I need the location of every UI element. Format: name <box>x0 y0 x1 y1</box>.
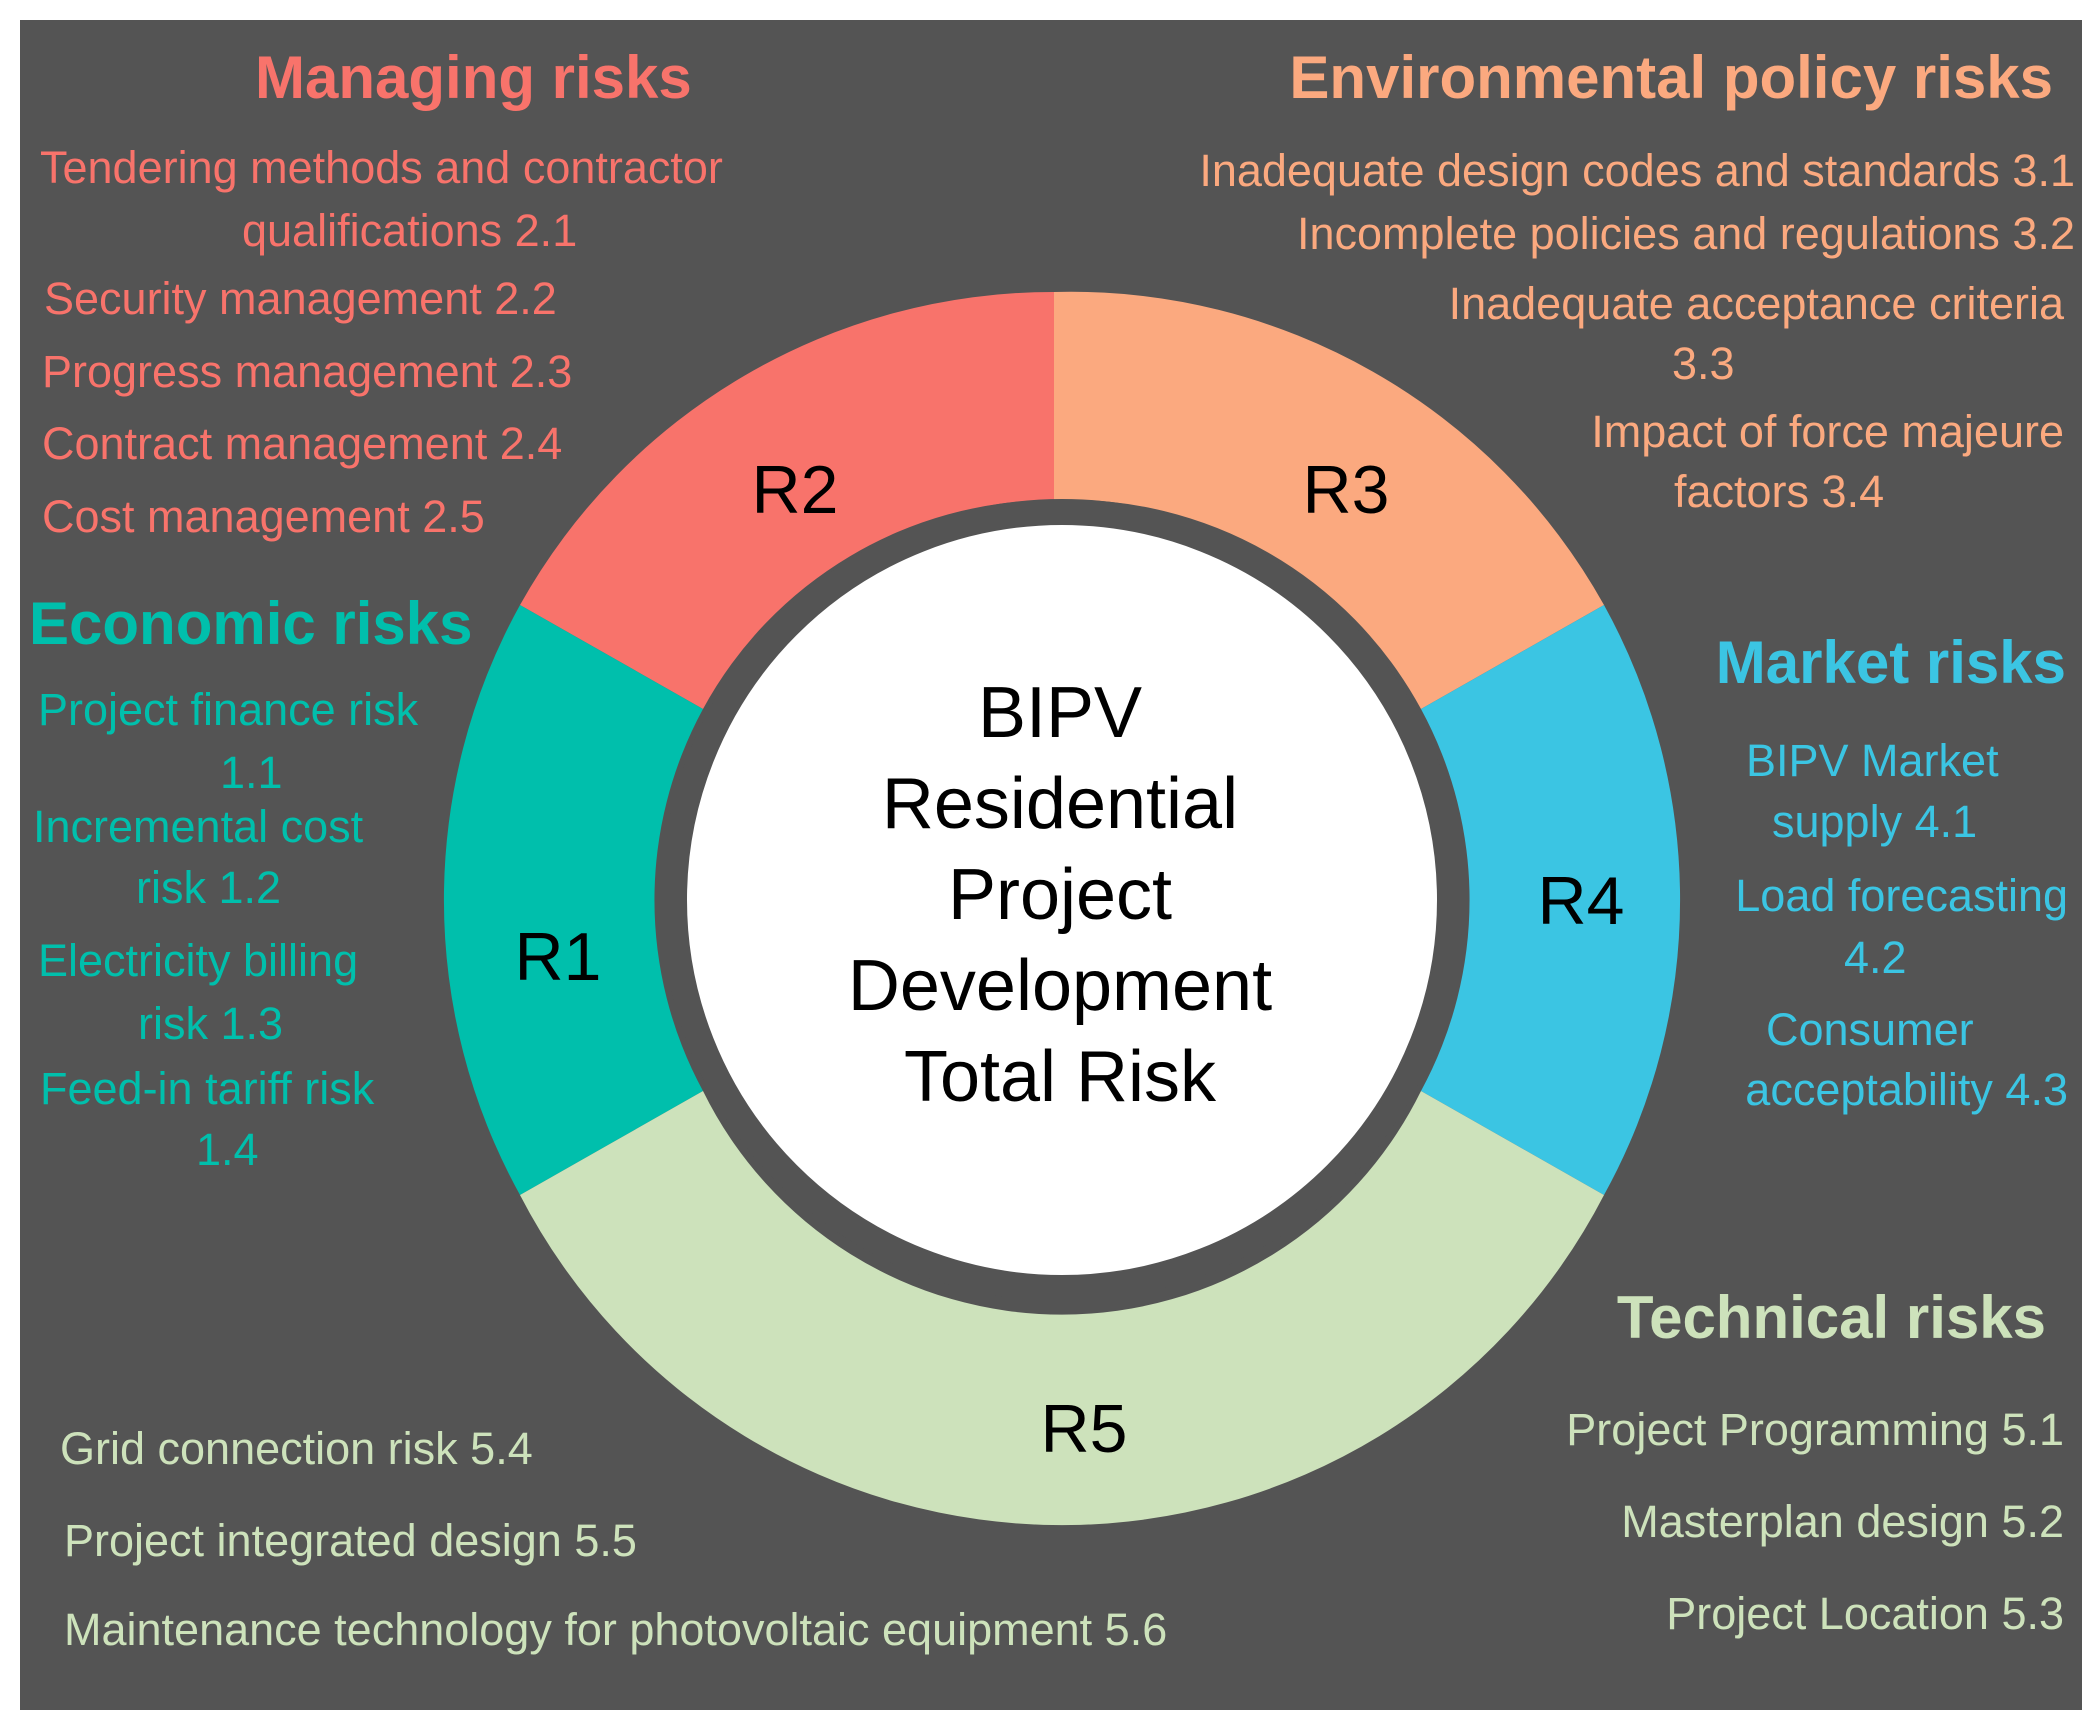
technical-item: Project Location 5.3 <box>1666 1588 2064 1639</box>
technical-item: Project Programming 5.1 <box>1566 1404 2064 1455</box>
economic-item: risk 1.2 <box>136 862 282 913</box>
economic-risks-heading: Economic risks <box>29 590 473 657</box>
economic-item: risk 1.3 <box>138 998 284 1049</box>
segment-label-r5: R5 <box>1041 1391 1128 1467</box>
center-circle <box>661 499 1463 1301</box>
environmental-item: Inadequate acceptance criteria <box>1448 278 2064 329</box>
managing-item: Cost management 2.5 <box>42 491 485 542</box>
technical-item: Masterplan design 5.2 <box>1621 1496 2064 1547</box>
segment-label-r2: R2 <box>752 452 839 528</box>
managing-item: Security management 2.2 <box>44 273 557 324</box>
segment-r2 <box>520 291 1054 709</box>
managing-item: Contract management 2.4 <box>42 418 563 469</box>
managing-risks-heading: Managing risks <box>255 44 692 111</box>
economic-item: 1.4 <box>196 1124 259 1175</box>
economic-item: Electricity billing <box>38 935 359 986</box>
market-item: Consumer <box>1766 1004 1974 1055</box>
technical-item: Project integrated design 5.5 <box>64 1515 637 1566</box>
center-line: Project <box>947 855 1173 935</box>
environmental-item: Impact of force majeure <box>1591 406 2064 457</box>
segment-r4 <box>1421 605 1681 1195</box>
managing-item: Tendering methods and contractor <box>40 142 723 193</box>
technical-item: Grid connection risk 5.4 <box>60 1423 533 1474</box>
economic-item: Incremental cost <box>33 801 364 852</box>
center-line: Total Risk <box>903 1037 1217 1117</box>
center-line: BIPV <box>977 673 1143 753</box>
segment-label-r1: R1 <box>515 919 602 995</box>
technical-item: Maintenance technology for photovoltaic … <box>64 1604 1168 1655</box>
segment-label-r4: R4 <box>1538 863 1625 939</box>
market-item: supply 4.1 <box>1772 796 1978 847</box>
center-line: Residential <box>881 764 1239 844</box>
environmental-item: Incomplete policies and regulations 3.2 <box>1297 208 2075 259</box>
environmental-item: factors 3.4 <box>1674 466 1885 517</box>
economic-item: Feed-in tariff risk <box>40 1063 375 1114</box>
economic-item: Project finance risk <box>38 684 419 735</box>
economic-item: 1.1 <box>220 747 283 798</box>
market-item: BIPV Market <box>1746 735 1999 786</box>
market-risks-heading: Market risks <box>1715 629 2066 696</box>
market-item: acceptability 4.3 <box>1745 1064 2068 1115</box>
market-item: Load forecasting <box>1735 870 2068 921</box>
segment-r3 <box>1054 291 1604 709</box>
market-item: 4.2 <box>1844 932 1907 983</box>
segment-label-r3: R3 <box>1303 452 1390 528</box>
center-title: BIPV Residential Project Development Tot… <box>760 668 1360 1123</box>
segment-r1 <box>443 605 703 1195</box>
environmental-item: 3.3 <box>1672 338 1735 389</box>
managing-item: Progress management 2.3 <box>42 346 573 397</box>
environmental-risks-heading: Environmental policy risks <box>1289 44 2053 111</box>
center-line: Development <box>847 946 1273 1026</box>
technical-risks-heading: Technical risks <box>1616 1284 2046 1351</box>
segment-r5 <box>520 1091 1604 1526</box>
managing-item: qualifications 2.1 <box>242 205 578 256</box>
environmental-item: Inadequate design codes and standards 3.… <box>1199 145 2075 196</box>
